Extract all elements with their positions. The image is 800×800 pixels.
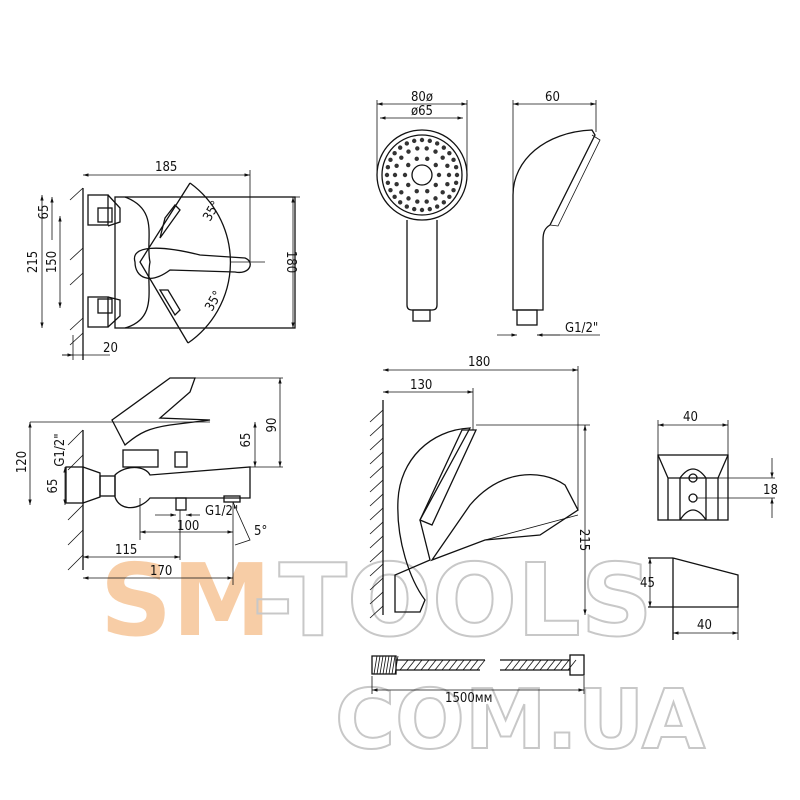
nozzle-dot (451, 157, 456, 163)
nozzle-dot (441, 200, 447, 205)
nozzle-dot (385, 180, 391, 185)
nozzle-dot (451, 187, 456, 193)
dim-40-side: 40 (697, 618, 712, 633)
dim-45: 45 (640, 576, 655, 591)
dim-1500: 1500мм (445, 691, 492, 706)
nozzle-dot (388, 157, 393, 163)
nozzle-dot (427, 138, 432, 144)
nozzle-dot (419, 137, 425, 143)
nozzle-dot (440, 155, 445, 160)
nozzle-dot (427, 206, 432, 212)
hand-shower-front: 80ø ø65 (376, 90, 468, 322)
nozzle-dot (436, 172, 442, 178)
nozzle-dot (406, 162, 411, 168)
nozzle-dot (414, 156, 419, 162)
nozzle-dot (406, 182, 411, 188)
angle-label-lower: 35° (202, 289, 225, 314)
nozzle-dot (433, 196, 438, 201)
angle-label: 5° (254, 524, 267, 539)
nozzle-dot (415, 199, 420, 204)
nozzle-dot (412, 138, 417, 144)
nozzle-dot (399, 155, 404, 160)
nozzle-dot (397, 200, 403, 205)
dim-150: 150 (45, 251, 60, 273)
dim-180-reach: 180 (468, 355, 490, 370)
nozzle-dot (453, 165, 459, 170)
nozzle-dot (433, 162, 438, 168)
nozzle-dot (425, 156, 430, 162)
nozzle-dot (402, 172, 408, 178)
dim-80: 80ø (411, 90, 433, 105)
nozzle-dot (406, 149, 411, 154)
nozzle-dot (441, 145, 447, 150)
nozzle-dot (406, 196, 411, 201)
nozzle-dot (392, 150, 397, 156)
nozzle-dot (445, 163, 450, 168)
nozzle-dot (424, 146, 429, 151)
nozzle-dot (404, 204, 410, 209)
shower-assembly: 180 130 215 (369, 355, 591, 619)
nozzle-dot (404, 141, 410, 146)
watermark-sm: SM (100, 542, 272, 659)
watermark: SM -TOOLS COM.UA (100, 541, 707, 769)
hose: 1500мм (371, 654, 585, 706)
thread-inlet-label: G1/2" (53, 433, 68, 466)
dim-60: 60 (545, 90, 560, 105)
hand-shower-side: 60 G1/2" (497, 90, 601, 337)
nozzle-dot (414, 188, 419, 194)
dim-170: 170 (150, 564, 172, 579)
nozzle-dot (415, 146, 420, 151)
nozzle-dot (397, 145, 403, 150)
nozzle-dot (447, 194, 452, 200)
thread-label: G1/2" (565, 321, 598, 336)
nozzle-dot (434, 204, 440, 209)
nozzle-dot (392, 172, 398, 178)
dim-130: 130 (410, 378, 432, 393)
nozzle-dot (385, 165, 391, 170)
nozzle-dot (446, 172, 452, 178)
nozzle-dot (419, 207, 425, 213)
mixer-side-view: 5° 120 G1/2" 65 90 65 G1/2" 100 115 170 (15, 377, 283, 585)
nozzle-dot (445, 182, 450, 187)
dim-180: 180 (283, 251, 298, 273)
nozzle-dot (384, 172, 390, 178)
dim-185: 185 (155, 160, 177, 175)
dim-65-inlet: 65 (46, 479, 61, 494)
wall-bracket: 18 40 45 40 (640, 410, 778, 640)
nozzle-dot (388, 187, 393, 193)
dim-215: 215 (26, 251, 41, 273)
nozzle-dot (433, 182, 438, 188)
dim-65: 65 (37, 205, 52, 220)
nozzle-dot (425, 188, 430, 194)
nozzle-dot (454, 172, 460, 178)
watermark-domain: COM.UA (335, 673, 706, 768)
nozzle-dot (399, 190, 404, 195)
dim-18: 18 (763, 483, 778, 498)
dim-115: 115 (115, 543, 137, 558)
nozzle-dot (440, 190, 445, 195)
nozzle-dot (394, 163, 399, 168)
nozzle-dot (394, 182, 399, 187)
watermark-tools: -TOOLS (252, 542, 653, 659)
dim-120: 120 (15, 451, 30, 473)
dim-215-height: 215 (576, 529, 591, 551)
nozzle-dot (453, 180, 459, 185)
nozzle-dot (392, 194, 397, 200)
dim-40-top: 40 (683, 410, 698, 425)
nozzle-dot (424, 199, 429, 204)
nozzle-dot (412, 206, 417, 212)
dim-65-body: 65 (239, 433, 254, 448)
dim-20: 20 (103, 341, 118, 356)
nozzle-dot (434, 141, 440, 146)
thread-outlet-label: G1/2" (205, 504, 238, 519)
nozzle-dot (433, 149, 438, 154)
mixer-top-view: 35° 35° 185 180 215 150 65 20 (26, 160, 300, 360)
dim-90: 90 (265, 418, 280, 433)
nozzle-dot (447, 150, 452, 156)
dim-100: 100 (177, 519, 199, 534)
dim-65-face: ø65 (411, 104, 433, 119)
